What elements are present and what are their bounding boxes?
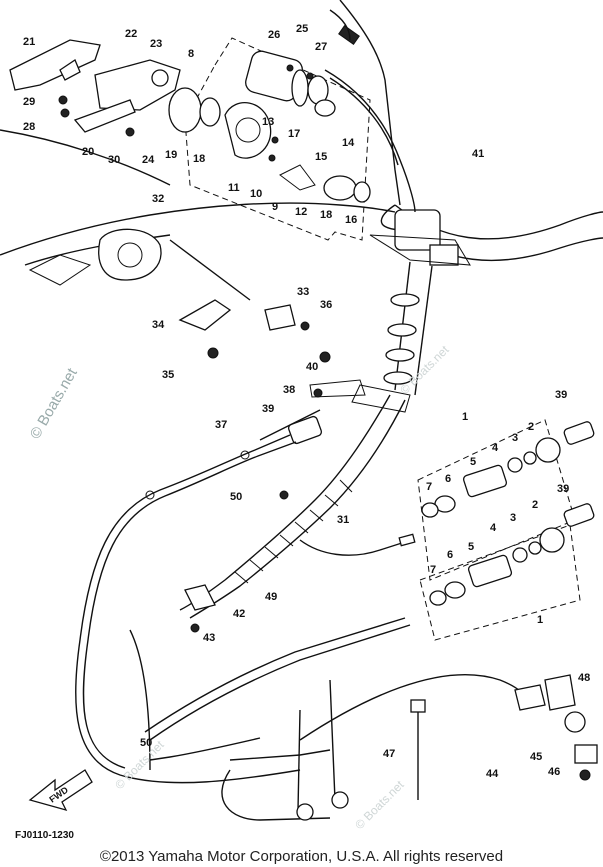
callout-label: 46 [548,766,560,778]
callout-label: 17 [288,128,300,140]
callout-label: 23 [150,38,162,50]
callout-label: 18 [193,153,205,165]
watermark: © Boats.net [352,777,407,832]
callout-label: 18 [320,209,332,221]
callout-label: 12 [295,206,307,218]
callout-label: 25 [296,23,308,35]
callout-labels: 21 22 23 8 26 25 27 29 28 20 30 24 19 18… [23,23,590,780]
callout-label: 8 [188,48,194,60]
callout-label: 37 [215,419,227,431]
callout-label: 49 [265,591,277,603]
cable-31 [299,533,416,556]
callout-label: 36 [320,299,332,311]
callout-label: 44 [486,768,499,780]
callout-label: 50 [140,737,152,749]
callout-label: 42 [233,608,245,620]
copyright-notice: ©2013 Yamaha Motor Corporation, U.S.A. A… [99,848,504,865]
callout-label: 19 [165,149,177,161]
callout-label: 43 [203,632,215,644]
throttle-group [9,37,371,241]
callout-label: 29 [23,96,35,108]
callout-label: 35 [162,369,174,381]
diagram-code: FJ0110-1230 [15,830,74,841]
callout-label: 34 [152,319,165,331]
callout-label: 6 [445,473,451,485]
fwd-arrow [28,769,93,812]
callout-label: 10 [250,188,262,200]
callout-label: 3 [512,432,518,444]
callout-label: 39 [262,403,274,415]
callout-label: 4 [492,442,499,454]
callout-label: 1 [462,411,468,423]
callout-label: 39 [557,483,569,495]
callout-label: 41 [472,148,484,160]
cable-37 [75,409,321,784]
callout-label: 9 [272,201,278,213]
callout-label: 3 [510,512,516,524]
callout-label: 32 [152,193,164,205]
callout-label: 2 [528,421,534,433]
callout-label: 33 [297,286,309,298]
callout-label: 5 [468,541,474,553]
callout-label: 22 [125,28,137,40]
choke-assembly [28,228,310,359]
callout-label: 13 [262,116,274,128]
callout-label: 20 [82,146,94,158]
callout-label: 45 [530,751,542,763]
callout-label: 4 [490,522,497,534]
callout-label: 7 [430,564,436,576]
callout-label: 15 [315,151,327,163]
callout-label: 31 [337,514,349,526]
steering-column [351,261,433,413]
callout-label: 39 [555,389,567,401]
callout-label: 24 [142,154,155,166]
cable-41 [324,9,416,213]
callout-label: 30 [108,154,120,166]
carb-link-group-upper [417,419,595,581]
callout-label: 40 [306,361,318,373]
callout-label: 38 [283,384,295,396]
bracket-38-40 [287,351,366,445]
handlebar [369,204,603,266]
callout-label: 28 [23,121,35,133]
callout-label: 7 [426,481,432,493]
callout-label: 48 [578,672,590,684]
callout-label: 21 [23,36,35,48]
cable-49-wrap [179,394,406,633]
callout-label: 6 [447,549,453,561]
carb-link-group-lower [419,503,595,641]
callout-label: 50 [230,491,242,503]
watermark: © Boats.net [27,365,81,442]
callout-label: 27 [315,41,327,53]
callout-label: 5 [470,456,476,468]
callout-label: 14 [342,137,355,149]
lower-cable-bundle [129,617,598,821]
callout-label: 16 [345,214,357,226]
callout-label: 47 [383,748,395,760]
hull-outline [0,0,401,266]
callout-label: 11 [228,182,240,194]
callout-label: 1 [537,614,543,626]
callout-label: 26 [268,29,280,41]
callout-label: 2 [532,499,538,511]
